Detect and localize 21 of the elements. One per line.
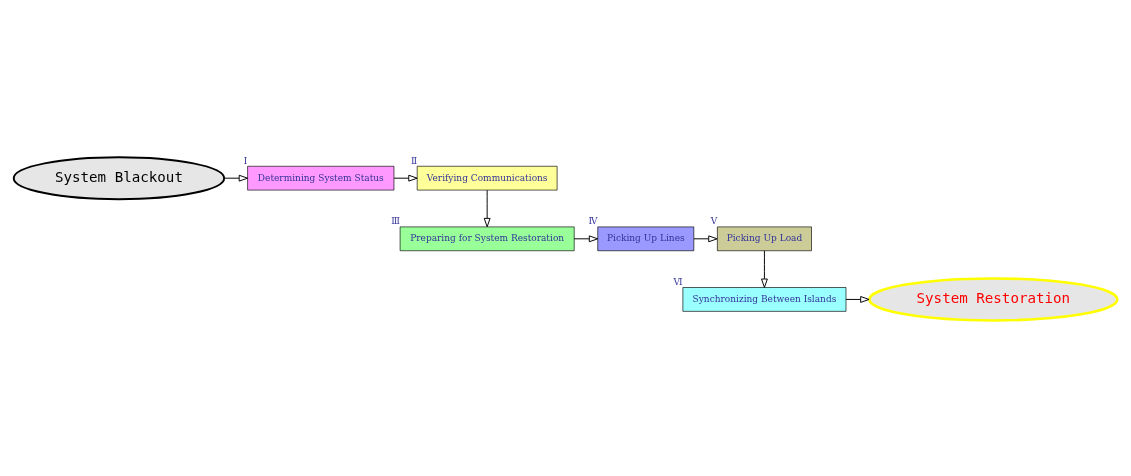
arrow <box>483 189 491 227</box>
arrow <box>223 174 249 182</box>
node-label: Ⅴ <box>710 215 718 226</box>
arrow <box>693 234 718 242</box>
arrow <box>573 234 599 242</box>
arrow <box>845 295 870 303</box>
node-label: Ⅲ <box>391 215 400 226</box>
node-box: Determining System Status <box>247 165 395 190</box>
node-label: Ⅵ <box>673 276 683 287</box>
node-box: Synchronizing Between Islands <box>682 286 847 312</box>
node-box: Verifying Communications <box>416 165 558 190</box>
node-box: Picking Up Lines <box>597 226 695 251</box>
node-ellipse: System Blackout <box>12 155 226 200</box>
node-box: Preparing for System Restoration <box>399 226 575 251</box>
node-label: Ⅳ <box>588 215 598 226</box>
arrow <box>393 174 418 182</box>
node-box: Picking Up Load <box>717 226 812 251</box>
node-label: Ⅰ <box>243 155 248 166</box>
node-ellipse: System Restoration <box>868 276 1119 322</box>
node-label: Ⅱ <box>410 155 418 166</box>
arrow <box>761 249 768 288</box>
